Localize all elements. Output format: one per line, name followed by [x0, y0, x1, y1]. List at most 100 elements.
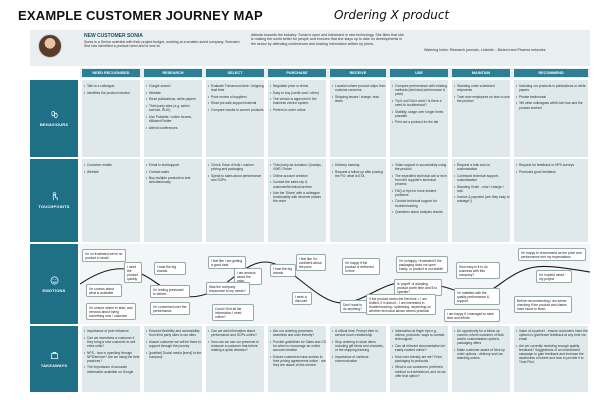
list-item: Stop ordering in-stock items including g… [332, 340, 386, 352]
persona-description: Sonia is a Senior scientist with their p… [84, 40, 241, 49]
emotion-bubble: I'm curious about what is available [86, 284, 122, 297]
list-item: Information at finger tips e.g. videos, … [392, 329, 448, 341]
behaviours-purchase: Negotiate price or terms Easy to buy (cr… [270, 84, 326, 156]
list-item: An opportunity for a follow up comms, in… [454, 329, 510, 345]
list-item: Buy multiple products to test simultaneo… [146, 176, 202, 184]
emotion-bubble: I'm hopeful about my project [536, 270, 572, 283]
page-subtitle: Ordering X product [334, 8, 450, 22]
list-item: The expedited technical call or tech fro… [392, 174, 448, 186]
list-item: Can we incentivise a customer if they br… [84, 336, 140, 348]
list-item: Make customer aware of Nick up order opt… [454, 348, 510, 360]
row-label-text: EMOTIONS [42, 287, 66, 293]
list-item: Use the 'Share' with a colleague functio… [270, 191, 326, 203]
list-item: The importance of accurate information a… [84, 365, 140, 373]
list-item: Invoice & payment (are they easy to mana… [454, 195, 510, 203]
takeaways-maintain: An opportunity for a follow up comms, in… [454, 329, 510, 391]
list-item: Can all relevant documentation be easily… [392, 344, 448, 352]
list-item: Compare results to current products [208, 108, 264, 112]
emotion-bubble: I feel like I am getting a good deal. [208, 256, 246, 269]
list-item: Google search [146, 84, 202, 88]
list-item: Identifies the product needed [84, 91, 140, 95]
behaviours-receive: Location where product ships from custom… [332, 84, 386, 156]
emotion-bubble: I'm concerned over the performance. [150, 302, 190, 315]
phase-maintain: MAINTAIN [452, 69, 510, 77]
emotion-bubble: Could I find all the information I need … [212, 304, 254, 321]
list-item: Customer emails [84, 163, 140, 167]
list-item: Importance of continue communication [332, 355, 386, 363]
row-label-touchpoints: TOUCHPOINTS [30, 159, 78, 242]
emotion-bubble: If the product works the first time = I … [366, 294, 436, 315]
list-item: Third party ad domains: Quantys, VWR, Fi… [270, 163, 326, 171]
emotion-bubble: Was the company responsive to my needs? [206, 282, 250, 295]
list-item: [positive] Social media [trend] to the c… [146, 351, 202, 359]
takeaways-use: Information at finger tips e.g. videos, … [392, 329, 448, 391]
emotion-bubble: I'm so frustrated we've no product in st… [82, 249, 126, 262]
takeaway-box-icon [50, 351, 58, 359]
takeaways-recommend: Value of a partner - ensure customers ha… [516, 329, 588, 391]
list-item: Talk to a colleague [84, 84, 140, 88]
list-item: Website [146, 91, 202, 95]
takeaways-research: Ensured flexibility and accessibility fr… [146, 329, 202, 391]
list-item: Ensured flexibility and accessibility fr… [146, 329, 202, 337]
list-item: Provide guidelines for Sales and CS for … [270, 340, 326, 352]
list-item: Standing order scheduled shipments [454, 84, 510, 92]
list-item: Delivery tracking [332, 163, 386, 167]
row-label-emotions: EMOTIONS [30, 244, 78, 324]
list-item: Contact sales [146, 170, 202, 174]
emotion-bubble: I am anxious about the price. [234, 268, 262, 285]
list-item: How can we use our presence to reassure … [208, 340, 264, 352]
list-item: Email to techsupport [146, 163, 202, 167]
emotion-bubble: I need the product quickly [124, 262, 142, 283]
list-item: How user-friendly are we? From packaging… [392, 355, 448, 363]
list-item: Read publications, white papers [146, 97, 202, 101]
list-item: Contact the sales rep & customer/technic… [270, 180, 326, 188]
list-item: Train new employees on how to use the pr… [454, 95, 510, 103]
column-panel [452, 80, 510, 157]
list-item: Continued technical support, customisati… [454, 174, 510, 182]
list-item: Price review of suppliers [208, 95, 264, 99]
list-item: Evaluate Turnaround time / shipping lead… [208, 84, 264, 92]
list-item: Shipping issues / charge, lead times [332, 95, 386, 103]
list-item: Contact technical support for troublesho… [392, 199, 448, 207]
list-item: Online account creation [270, 174, 326, 178]
emotion-face-icon [50, 276, 58, 284]
behaviours-select: Evaluate Turnaround time / shipping lead… [208, 84, 264, 156]
touchpoints-maintain: Request a bulk and /or customisation Con… [454, 163, 510, 241]
row-label-takeaways: TAKEAWAYS [30, 326, 78, 392]
column-panel [206, 80, 264, 157]
emotion-bubble: I seek a discount [292, 292, 312, 305]
list-item: Speak to sales about performance and SOP… [208, 174, 264, 182]
emotion-bubble: I'm happy to recommend as the price and … [518, 248, 586, 261]
list-item: Can we add information about performance… [208, 329, 264, 337]
list-item: Importance of peer influence [84, 329, 140, 333]
list-item: Tell other colleagues within lab how and… [516, 101, 588, 109]
footsteps-icon [50, 110, 58, 119]
list-item: Request a follow up after placing the PO… [332, 170, 386, 178]
list-item: Easy to buy (credit card / other) [270, 91, 326, 95]
behaviours-need-recognised: Talk to a colleague Identifies the produ… [84, 84, 140, 156]
phase-use: USE [390, 69, 448, 77]
touchpoints-receive: Delivery tracking Request a follow up af… [332, 163, 386, 241]
list-item: Request for feedback or NPS surveys [516, 163, 588, 167]
emotion-bubble: Is 'payoff' of adopting product worth ti… [394, 279, 442, 296]
touch-icon [52, 192, 58, 201]
emotion-bubble: I trust the big brands. [154, 262, 186, 275]
list-item: Read pre-sale support material [208, 101, 264, 105]
phase-recommend: RECOMMEND [514, 69, 588, 77]
list-item: Check: Ease of bulk / custom pricing and… [208, 163, 264, 171]
emotion-bubble: How easy is it to do business with this … [456, 262, 500, 279]
list-item: Assure customer we will be there to supp… [146, 340, 202, 348]
emotion-bubble: I'm satisfied with the quality performan… [454, 288, 500, 305]
touchpoints-need-recognised: Customer emails Website [84, 163, 140, 241]
column-panel [330, 80, 386, 157]
takeaways-select: Can we add information about performance… [208, 329, 264, 391]
emotion-bubble: I trust the big brands [270, 264, 296, 277]
list-item: Website [84, 170, 140, 174]
column-panel [514, 80, 588, 157]
persona-watering-holes: Watering holes: Research journals, Linke… [424, 48, 546, 52]
phase-purchase: PURCHASE [268, 69, 326, 77]
list-item: Standing Order - new / change / lock [454, 185, 510, 193]
persona-attitude: Attitude towards the industry: Sonia is … [251, 33, 404, 46]
list-item: Third party sites (e.g. select science, … [146, 104, 202, 112]
list-item: Compare performance with existing method… [392, 84, 448, 96]
